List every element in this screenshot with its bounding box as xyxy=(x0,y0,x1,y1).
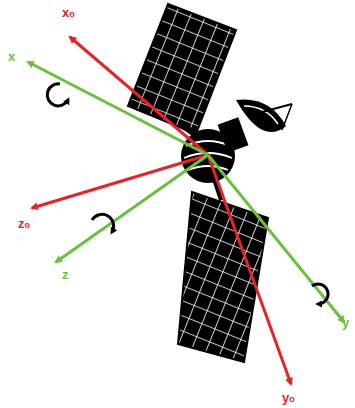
axis-label: z xyxy=(62,268,69,281)
axis-label: xo xyxy=(62,6,75,19)
rotation-arrow xyxy=(47,84,68,106)
rotation-arrow xyxy=(312,284,328,304)
axis-label: zo xyxy=(18,217,30,230)
solar-panel xyxy=(178,192,268,362)
axis-label: y xyxy=(342,316,349,329)
axis-label: yo xyxy=(282,391,295,404)
axis-zo xyxy=(32,155,208,208)
axis-x xyxy=(28,62,208,155)
solar-panel xyxy=(128,4,236,134)
axis-y xyxy=(208,155,344,322)
axis-label: x xyxy=(8,50,15,63)
axis-z xyxy=(56,155,208,262)
antenna-dish xyxy=(236,100,292,133)
rotation-arrow xyxy=(92,214,114,232)
axis-yo xyxy=(208,155,291,384)
